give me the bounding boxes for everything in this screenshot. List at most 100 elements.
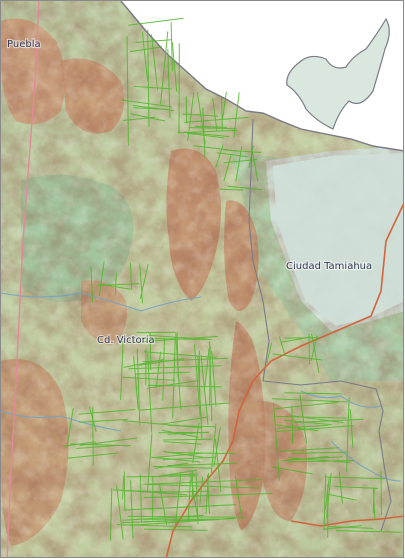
road-grid xyxy=(63,17,402,541)
road-segment xyxy=(98,261,105,297)
road-segment xyxy=(121,99,172,108)
road-segment xyxy=(155,351,162,389)
road-segment xyxy=(163,451,204,458)
svg-text:Ciudad Tamiahua: Ciudad Tamiahua xyxy=(286,261,372,272)
road-segment xyxy=(223,159,258,164)
road-segment xyxy=(202,107,206,158)
road-segment xyxy=(175,332,182,410)
road-segment xyxy=(278,336,285,353)
road-segment xyxy=(146,433,153,493)
city-label-2: Cd. Victoria Cd. Victoria xyxy=(96,334,156,347)
road-segment xyxy=(222,91,227,120)
road-segment xyxy=(140,474,142,523)
road-segment xyxy=(113,489,188,496)
road-segment xyxy=(276,425,354,432)
road-segment xyxy=(274,401,339,410)
road-segment xyxy=(212,98,218,132)
road-segment xyxy=(129,46,163,53)
road-segment xyxy=(276,424,329,429)
city-label-1-text: Puebla xyxy=(7,39,41,50)
road-segment xyxy=(154,462,188,469)
road-segment xyxy=(142,357,228,363)
road-segment xyxy=(128,365,222,370)
road-segment xyxy=(138,402,231,411)
road-segment xyxy=(322,525,362,530)
road-segment xyxy=(126,475,198,478)
boundaries xyxy=(6,1,403,557)
road-segment xyxy=(120,340,124,401)
coastline-top xyxy=(120,1,403,152)
road-segment xyxy=(79,418,128,423)
road-segment xyxy=(114,272,117,296)
road-segment xyxy=(281,336,312,343)
road-segment xyxy=(187,479,191,521)
road-segment xyxy=(275,424,319,432)
road-segment xyxy=(197,356,203,439)
road-segment xyxy=(252,152,259,182)
road-segment xyxy=(338,471,343,504)
road-segment xyxy=(110,487,113,541)
road-segment xyxy=(123,471,126,511)
road-segment xyxy=(129,262,133,290)
road-segment xyxy=(272,353,323,361)
road-segment xyxy=(135,39,172,43)
road-segment xyxy=(133,356,139,410)
road-segment xyxy=(162,338,165,401)
road-segment xyxy=(160,31,169,105)
road-segment xyxy=(287,460,354,463)
road-segment xyxy=(138,337,207,340)
road-segment xyxy=(76,445,118,449)
road-segment xyxy=(139,264,143,304)
road-segment xyxy=(323,474,327,531)
road-segment xyxy=(334,486,379,489)
road-segment xyxy=(211,350,217,407)
city-label-2-text: Cd. Victoria xyxy=(97,335,155,346)
road-segment xyxy=(146,334,212,340)
road-segment xyxy=(151,456,201,463)
road-segment xyxy=(346,397,350,472)
road-segment xyxy=(129,335,218,344)
road-segment xyxy=(203,348,210,392)
road-segment xyxy=(130,113,166,122)
road-segment xyxy=(177,129,238,134)
road-segment xyxy=(199,476,204,506)
road-segment xyxy=(227,185,262,191)
road-segment xyxy=(116,485,124,540)
road-segment xyxy=(147,352,153,433)
road-segment xyxy=(143,351,217,358)
road-segment xyxy=(136,348,141,426)
road-segment xyxy=(170,22,173,72)
road-segment xyxy=(235,146,243,182)
road-segment xyxy=(209,346,211,406)
road-segment xyxy=(130,480,134,539)
road-segment xyxy=(266,342,273,364)
road-segment xyxy=(210,423,217,473)
road-segment xyxy=(275,415,347,419)
road-segment xyxy=(163,441,202,445)
road-segment xyxy=(299,394,308,444)
road-segment xyxy=(308,333,310,365)
road-segment xyxy=(284,419,332,426)
road-segment xyxy=(139,263,149,300)
road-segment xyxy=(98,283,140,286)
road-segment xyxy=(154,469,197,478)
road-segment xyxy=(200,355,209,426)
road-segment xyxy=(234,475,243,520)
road-segment xyxy=(288,456,343,461)
peninsula-top xyxy=(286,17,390,130)
road-segment xyxy=(134,85,172,90)
road-segment xyxy=(167,462,237,467)
road-segment xyxy=(92,407,94,467)
road-segment xyxy=(152,465,212,469)
road-segment xyxy=(126,36,129,146)
road-segment xyxy=(205,472,210,514)
road-segment xyxy=(162,438,212,441)
road-segment xyxy=(279,447,340,452)
road-segment xyxy=(213,427,221,467)
road-segment xyxy=(219,188,244,191)
road-segment xyxy=(183,113,219,117)
road-segment xyxy=(167,424,216,428)
road-segment xyxy=(116,524,193,528)
